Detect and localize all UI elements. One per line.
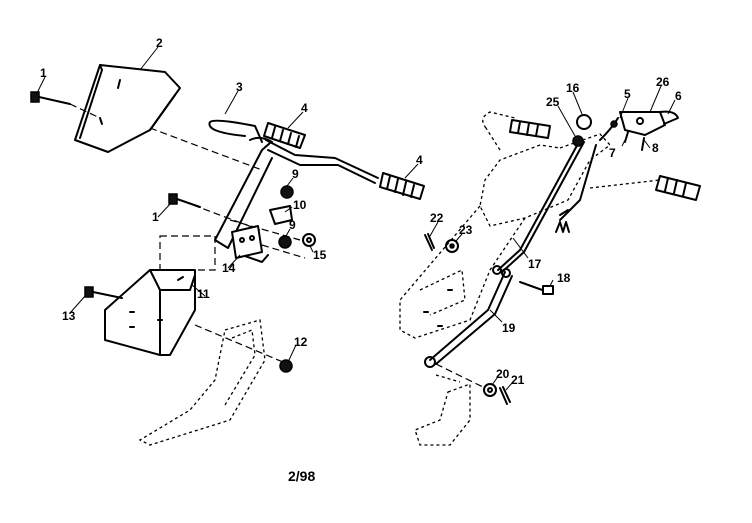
control-lever <box>610 110 679 151</box>
bracket <box>231 225 269 263</box>
nut-lower <box>278 235 292 249</box>
callout-23: 23 <box>459 223 473 237</box>
pivot-upper-2 <box>501 268 511 278</box>
callout-5: 5 <box>624 87 631 101</box>
washer-mid <box>445 239 459 253</box>
pivot-lower <box>424 356 436 368</box>
frame-tube <box>399 205 526 339</box>
callout-26: 26 <box>656 75 670 89</box>
bolt-middle <box>168 193 201 208</box>
handle-right <box>479 111 671 227</box>
pin-lower <box>499 386 511 405</box>
callout-16: 16 <box>566 81 580 95</box>
callout-19: 19 <box>502 321 516 335</box>
fitting <box>572 135 584 147</box>
callout-14: 14 <box>222 261 236 275</box>
grip-upper <box>263 122 306 149</box>
callout-8: 8 <box>652 141 659 155</box>
callout-9: 9 <box>292 167 299 181</box>
callout-11: 11 <box>197 287 210 301</box>
callout-21: 21 <box>511 373 525 387</box>
cable-rod <box>429 117 619 365</box>
grip-right-lower <box>655 175 701 201</box>
callout-17: 17 <box>528 257 542 271</box>
callout-25: 25 <box>546 95 560 109</box>
bolt-upper <box>30 91 71 105</box>
washer-right <box>302 233 316 247</box>
lower-bracket <box>414 374 471 446</box>
callout-20: 20 <box>496 367 510 381</box>
callout-1: 1 <box>152 210 159 224</box>
callout-1: 1 <box>40 66 47 80</box>
washer-lower <box>483 383 497 397</box>
callout-18: 18 <box>557 271 571 285</box>
callout-22: 22 <box>430 211 444 225</box>
callout-4: 4 <box>301 101 308 115</box>
mount-bracket <box>104 269 196 356</box>
callout-12: 12 <box>294 335 308 349</box>
callout-7: 7 <box>609 146 616 160</box>
bolt-lower <box>84 286 123 299</box>
callout-6: 6 <box>675 89 682 103</box>
diagram-code: 2/98 <box>288 468 315 484</box>
nut-frame <box>279 359 293 373</box>
grip-lower <box>379 172 425 200</box>
callout-3: 3 <box>236 80 243 94</box>
knob <box>576 114 592 130</box>
bolt-right <box>519 281 554 295</box>
spring <box>555 209 570 233</box>
nut-upper <box>280 185 294 199</box>
callout-4: 4 <box>416 153 423 167</box>
grip-right-upper <box>509 119 551 139</box>
shield-plate <box>74 64 181 153</box>
callout-9: 9 <box>289 218 296 232</box>
callout-10: 10 <box>293 198 307 212</box>
pivot-upper <box>492 265 502 275</box>
callout-13: 13 <box>62 309 76 323</box>
callout-2: 2 <box>156 36 163 50</box>
control-cable <box>497 139 585 273</box>
pin-left <box>424 233 435 251</box>
frame-rail <box>138 319 266 446</box>
callout-15: 15 <box>313 248 327 262</box>
